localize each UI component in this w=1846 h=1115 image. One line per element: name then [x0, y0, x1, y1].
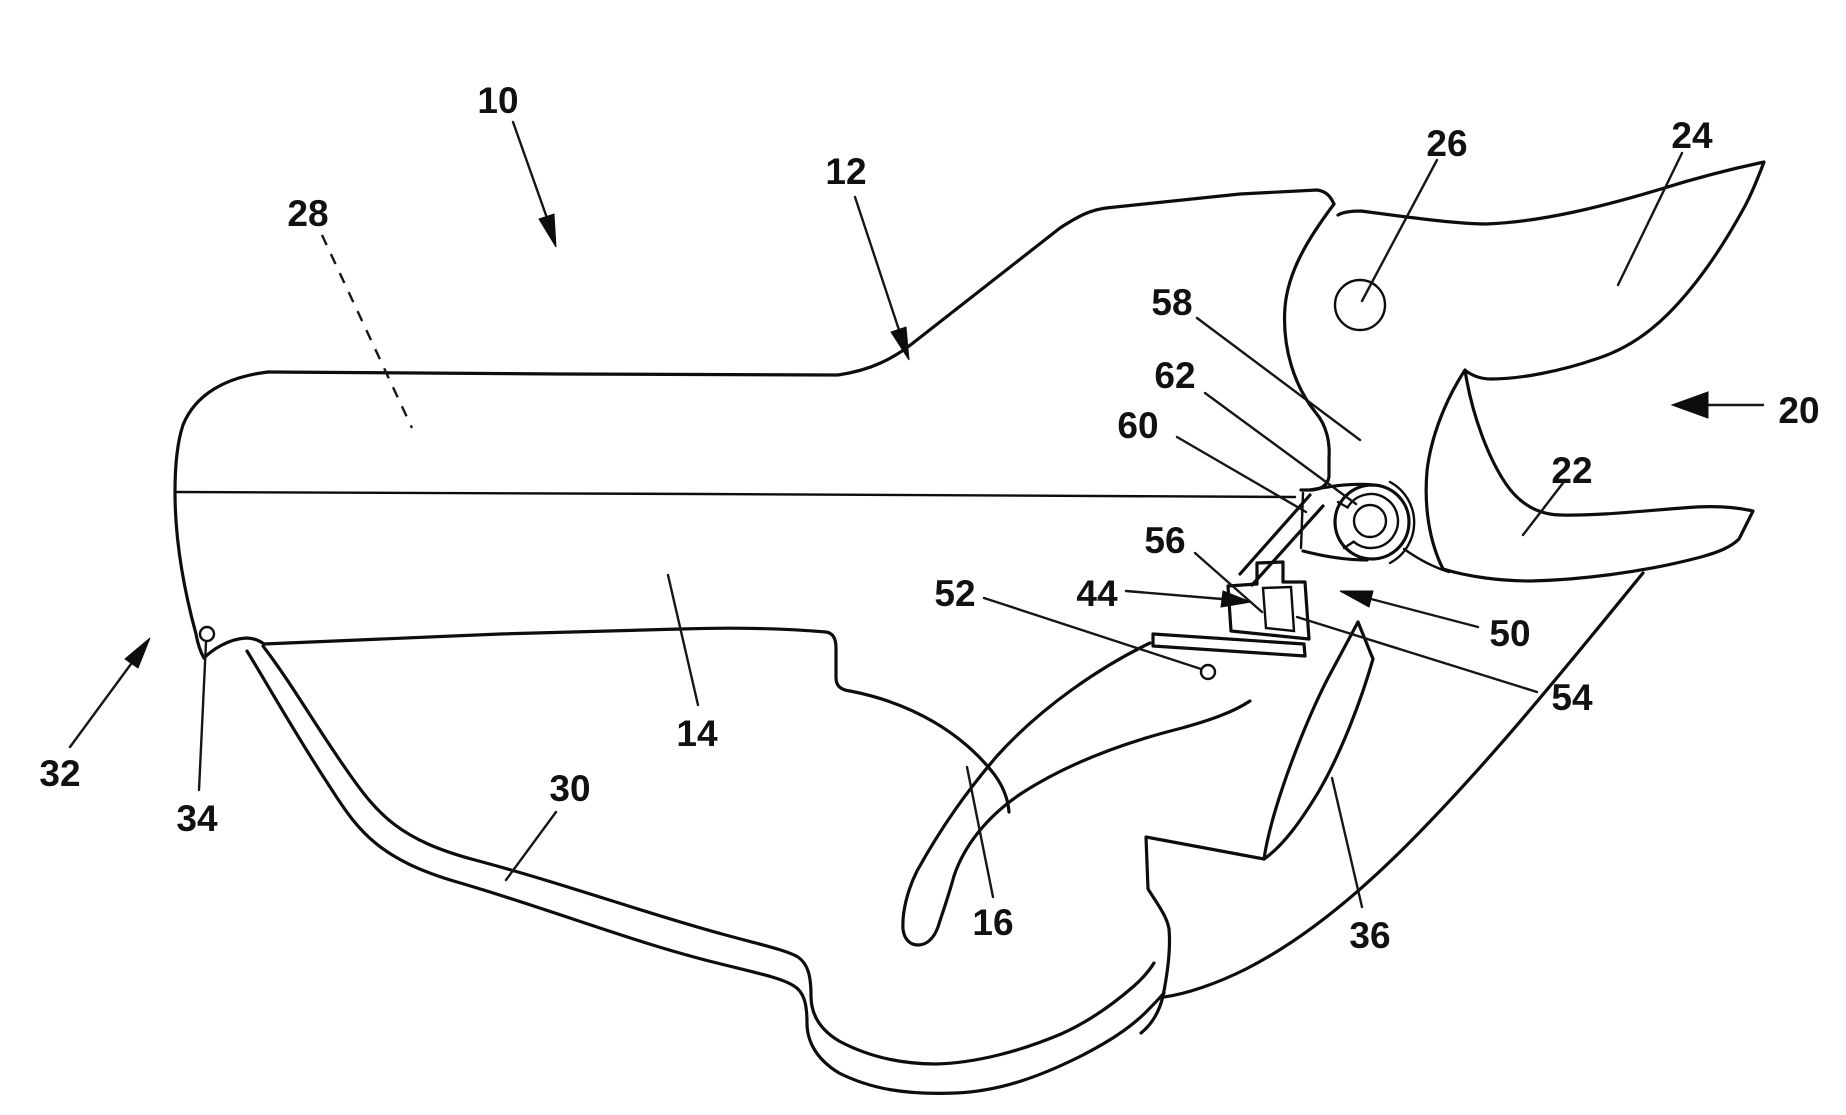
ref-label-28: 28	[287, 193, 328, 234]
trigger-outline	[901, 641, 1252, 947]
leader-22	[1521, 481, 1565, 537]
ref-label-56: 56	[1144, 520, 1185, 561]
handle-loop-inner-curve	[261, 644, 1156, 1066]
arrow-10-shaft	[511, 120, 549, 220]
ref-label-30: 30	[549, 768, 590, 809]
trigger-slot-edge	[848, 689, 1011, 814]
housing-left-edge	[173, 370, 270, 660]
housing-bottom-edge	[202, 626, 852, 693]
ref-label-16: 16	[972, 902, 1013, 943]
blade-outline	[1336, 160, 1766, 381]
housing-head-front-edge	[1282, 202, 1336, 492]
latch-inner-plate	[1261, 585, 1296, 633]
leader-26	[1360, 158, 1439, 303]
pivot-inner-hub	[1352, 503, 1388, 539]
pivot-boss-top-line	[1308, 482, 1375, 492]
latch-base-plate	[1151, 632, 1307, 658]
arrow-50-shaft	[1369, 597, 1480, 629]
leader-54	[1295, 615, 1539, 694]
arrow-10-head	[538, 213, 557, 248]
ref-label-14: 14	[676, 713, 718, 754]
handle-loop	[245, 644, 1166, 1095]
leader-36	[1330, 776, 1364, 909]
arrow-12-head	[890, 326, 910, 361]
leader-16	[965, 765, 995, 899]
leader-30	[504, 810, 558, 882]
ref-label-44: 44	[1076, 573, 1118, 614]
leader-34	[197, 640, 208, 792]
counter-blade	[1402, 368, 1755, 583]
guard-flap	[1139, 571, 1645, 1035]
counter-blade-claw	[1424, 368, 1755, 583]
ref-label-34: 34	[176, 798, 218, 839]
snap-ring-arc	[1346, 492, 1400, 550]
leader-28	[320, 234, 414, 429]
ref-label-60: 60	[1117, 405, 1158, 446]
arrow-20-head	[1670, 391, 1709, 419]
ref-label-54: 54	[1551, 677, 1593, 718]
reference-labels: 10 12 14 16 20 22 24 26 28 30 32 34 36 4…	[39, 80, 1819, 956]
pin-34	[198, 625, 216, 643]
handle-loop-outer-curve	[245, 649, 1166, 1095]
leader-lines	[68, 120, 1765, 909]
arrow-44	[1124, 589, 1253, 608]
arrow-32	[68, 637, 151, 749]
ref-label-12: 12	[825, 151, 866, 192]
snap-ring-tab-upper	[1336, 500, 1349, 509]
leader-24	[1616, 151, 1684, 287]
strap-pin	[198, 625, 216, 643]
ref-label-10: 10	[477, 80, 518, 121]
housing-top-edge	[266, 188, 1336, 377]
guard-flap-inner-edge	[1262, 620, 1360, 861]
leader-60	[1175, 435, 1308, 514]
ref-label-32: 32	[39, 753, 80, 794]
arrow-20	[1670, 391, 1765, 419]
latch-assembly	[1151, 560, 1311, 681]
arrow-32-head	[124, 637, 151, 669]
latch-block-outline	[1226, 560, 1311, 641]
ref-label-58: 58	[1151, 282, 1192, 323]
arrow-12-shaft	[853, 195, 901, 332]
jaw-arm-sweep	[1162, 571, 1645, 999]
housing-divider-line	[173, 490, 1297, 499]
arrow-44-shaft	[1124, 589, 1224, 601]
arrow-44-head	[1220, 590, 1253, 608]
blade	[1336, 160, 1766, 381]
ref-label-36: 36	[1349, 915, 1390, 956]
arrow-50	[1339, 590, 1480, 629]
leader-52	[982, 596, 1203, 671]
leader-58	[1195, 316, 1362, 442]
ref-label-22: 22	[1551, 450, 1592, 491]
housing-body	[173, 188, 1336, 814]
ref-label-24: 24	[1671, 115, 1713, 156]
ref-label-20: 20	[1778, 390, 1819, 431]
link-strut-line-b	[1250, 504, 1325, 587]
ref-label-62: 62	[1154, 355, 1195, 396]
snap-ring-tab-lower	[1342, 540, 1355, 550]
pivot-boss-arc	[1388, 480, 1416, 565]
pin-52	[1199, 663, 1217, 681]
pivot-boss-bottom-line	[1301, 549, 1369, 562]
ref-label-26: 26	[1426, 123, 1467, 164]
leader-14	[666, 573, 700, 707]
arrow-10	[511, 120, 557, 248]
guard-flap-outer-edge	[1139, 620, 1375, 1035]
ref-label-52: 52	[934, 573, 975, 614]
leader-62	[1203, 391, 1358, 506]
pivot-to-claw-link	[1402, 547, 1451, 574]
arrow-50-head	[1339, 590, 1374, 608]
arrow-32-shaft	[68, 662, 133, 749]
ref-label-50: 50	[1489, 613, 1530, 654]
pivot-hole-26	[1333, 278, 1387, 332]
arrow-12	[853, 195, 910, 361]
trigger-lever	[901, 641, 1252, 947]
